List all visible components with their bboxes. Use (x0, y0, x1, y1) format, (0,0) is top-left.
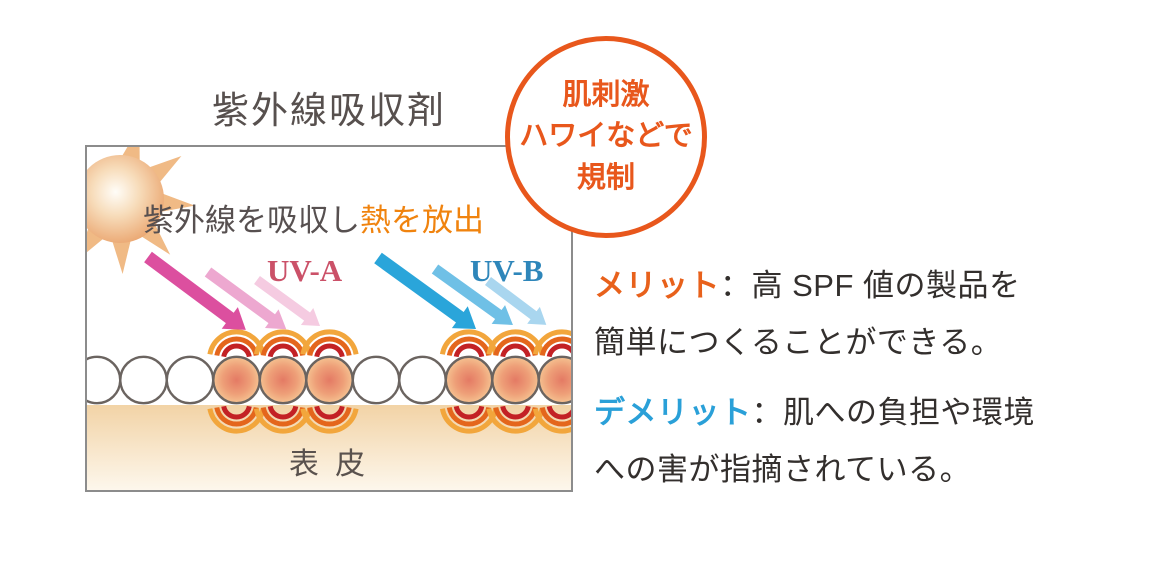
merit-note: メリット：高 SPF 値の製品を 簡単につくることができる。 (594, 257, 1154, 371)
regulation-badge: 肌刺激 ハワイなどで 規制 (505, 36, 707, 238)
uvb-arrow-dark (374, 252, 477, 329)
epidermis-label: 表 皮 (288, 448, 370, 481)
diagram-caption: 紫外線を吸収し熱を放出 (143, 203, 484, 239)
demerit-text-1: ：肌への負担や環境 (751, 395, 1035, 430)
uva-label: UV-A (267, 253, 343, 288)
uvb-arrows (374, 252, 547, 329)
merit-label: メリット (594, 268, 720, 303)
uvb-label: UV-B (470, 253, 544, 288)
uv-absorber-diagram: 紫外線を吸収し熱を放出 UV-A UV-B 表 皮 (85, 145, 573, 492)
uva-arrow-dark (144, 251, 246, 330)
caption-heat-text: 熱を放出 (360, 203, 484, 238)
uvb-arrow-mid (431, 264, 513, 326)
demerit-line-2: への害が指摘されている。 (594, 452, 972, 487)
uva-arrows (144, 251, 321, 330)
skin-cell-row (87, 355, 571, 405)
badge-line-3: 規制 (576, 161, 635, 194)
uva-arrow-mid (204, 267, 287, 330)
merit-text-1: ：高 SPF 値の製品を (720, 268, 1021, 303)
merit-line-2: 簡単につくることができる。 (594, 325, 1003, 360)
demerit-line-1: デメリット：肌への負担や環境 (594, 384, 1154, 441)
sun-icon (87, 147, 195, 274)
merit-line-1: メリット：高 SPF 値の製品を (594, 257, 1154, 314)
badge-line-1: 肌刺激 (562, 79, 650, 112)
diagram-graphics (87, 147, 571, 490)
uvb-arrow-light (484, 277, 547, 325)
badge-line-2: ハワイなどで (519, 120, 693, 153)
demerit-label: デメリット (594, 395, 752, 430)
uva-arrow-light (254, 275, 321, 326)
caption-absorb-text: 紫外線を吸収し (143, 203, 360, 238)
heat-waves-top (210, 332, 571, 357)
page-title: 紫外線吸収剤 (212, 90, 446, 131)
demerit-note: デメリット：肌への負担や環境 への害が指摘されている。 (594, 384, 1154, 498)
